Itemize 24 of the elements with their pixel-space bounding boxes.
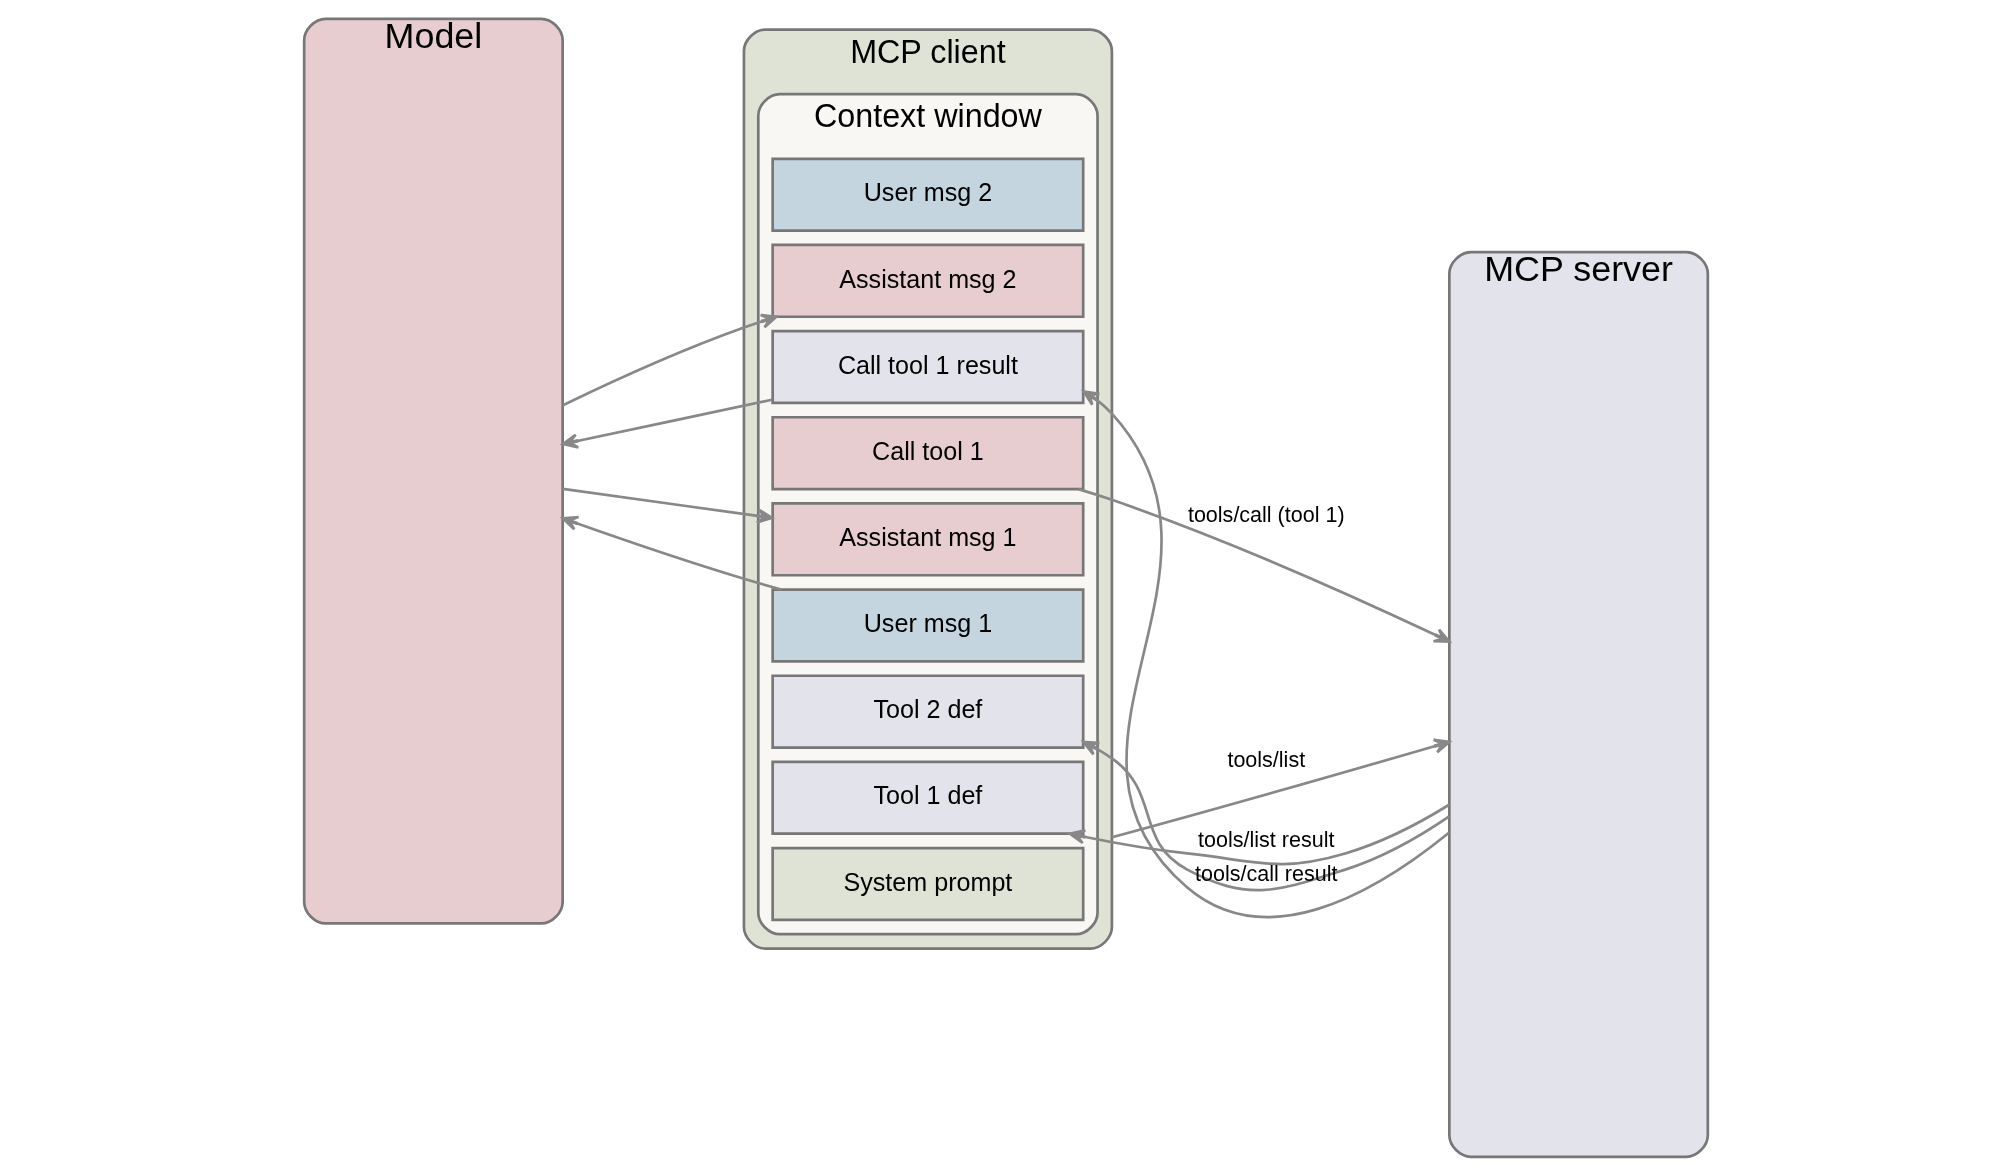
arrow: [1078, 487, 1451, 643]
arrow: [1082, 390, 1450, 919]
edge-label: tools/list result: [1198, 828, 1335, 853]
node-box: Call tool 1 result: [771, 329, 1085, 405]
edge-label: tools/call result: [1195, 862, 1338, 887]
node-box: Tool 1 def: [771, 760, 1085, 836]
arrow: [1082, 740, 1450, 892]
arrow: [562, 313, 778, 407]
node-box: Assistant msg 1: [771, 502, 1085, 577]
arrow: [562, 487, 774, 524]
node-box: Call tool 1: [771, 415, 1085, 491]
node-box: Assistant msg 2: [771, 243, 1085, 319]
node-box: Tool 2 def: [771, 674, 1085, 749]
arrow: [561, 515, 782, 591]
edge-label: tools/list: [1227, 747, 1306, 772]
node-box: Model: [302, 17, 564, 925]
edge-label: tools/call (tool 1): [1187, 503, 1345, 528]
node-box: System prompt: [771, 846, 1085, 922]
arrow: [1068, 803, 1450, 866]
arrow: [1111, 738, 1451, 839]
arrow: [561, 398, 773, 449]
node-box: User msg 1: [771, 588, 1085, 663]
node-box: MCP server: [1448, 250, 1710, 1159]
node-box: User msg 2: [771, 157, 1085, 232]
